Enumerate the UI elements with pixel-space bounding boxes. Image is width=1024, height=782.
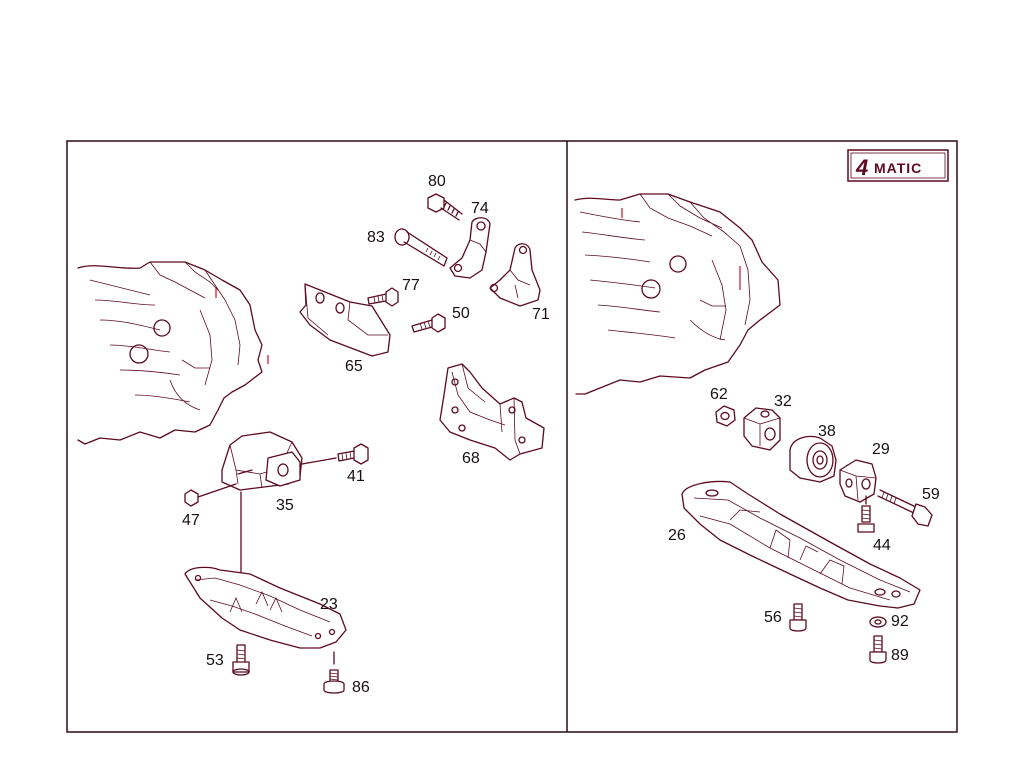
badge-prefix: 4 [855, 155, 868, 180]
part-77-bolt [367, 287, 399, 307]
diagram-frame [66, 140, 958, 733]
part-86-bolt [323, 651, 345, 694]
callout-68: 68 [462, 450, 480, 467]
part-29-bracket [839, 459, 877, 503]
callout-83: 83 [367, 229, 385, 246]
callout-47: 47 [182, 512, 200, 529]
callout-53: 53 [206, 652, 224, 669]
right-callouts: 62 32 38 29 59 26 44 56 92 89 [668, 386, 940, 664]
part-89-bolt [869, 635, 887, 664]
part-83-bolt [394, 228, 448, 267]
part-65-bracket [299, 283, 391, 357]
callout-23: 23 [320, 596, 338, 613]
badge-text: MATIC [874, 160, 922, 176]
callout-59: 59 [922, 486, 940, 503]
callout-80: 80 [428, 173, 446, 190]
part-68-bracket [439, 363, 545, 461]
4matic-badge: 4 MATIC [847, 149, 949, 182]
left-panel [77, 193, 545, 694]
part-32-bushing [743, 407, 781, 451]
callout-32: 32 [774, 393, 792, 410]
callout-29: 29 [872, 441, 890, 458]
part-62-nut [715, 405, 736, 427]
part-26-crossmember [681, 480, 921, 609]
part-47-nut [184, 483, 237, 507]
part-59-bolt [877, 489, 933, 527]
callout-44: 44 [873, 537, 891, 554]
callout-56: 56 [764, 609, 782, 626]
callout-65: 65 [345, 358, 363, 375]
callout-71: 71 [532, 306, 550, 323]
callout-35: 35 [276, 497, 294, 514]
callout-77: 77 [402, 277, 420, 294]
part-92-washer [869, 616, 887, 628]
callout-89: 89 [891, 647, 909, 664]
transmission-housing-left [77, 261, 269, 445]
callout-74: 74 [471, 200, 489, 217]
left-callouts: 80 74 83 77 71 50 65 68 41 35 47 23 53 8… [182, 173, 550, 696]
callout-50: 50 [452, 305, 470, 322]
part-74-bracket [449, 217, 491, 279]
right-panel: 4 MATIC [574, 149, 949, 664]
callout-86: 86 [352, 679, 370, 696]
part-23-crossmember [184, 566, 347, 649]
callout-62: 62 [710, 386, 728, 403]
callout-26: 26 [668, 527, 686, 544]
part-35-mount [221, 431, 303, 491]
part-56-bolt [789, 603, 807, 632]
transmission-housing-right [574, 193, 781, 395]
part-71-bracket [489, 243, 541, 307]
part-41-bolt [301, 443, 369, 465]
part-80-bolt [427, 193, 463, 221]
part-50-bolt [411, 313, 446, 333]
callout-92: 92 [891, 613, 909, 630]
callout-41: 41 [347, 468, 365, 485]
part-44-bolt [857, 495, 875, 533]
callout-38: 38 [818, 423, 836, 440]
part-53-bolt [232, 644, 250, 676]
part-38-mount [789, 435, 837, 483]
